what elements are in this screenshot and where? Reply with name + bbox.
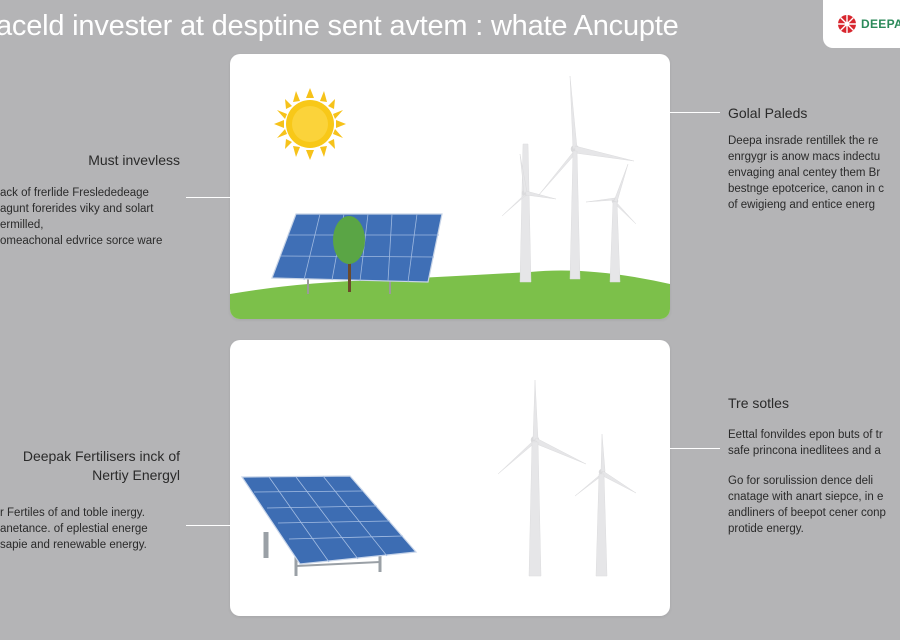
section-heading: Tre sotles <box>728 395 789 411</box>
info-block-left-bottom: Deepak Fertilisers inck of Nertiy Energy… <box>0 447 186 553</box>
body-line: sapie and renewable energy. <box>0 539 147 551</box>
heading-line: Nertiy Energyl <box>92 467 180 483</box>
wind-turbine-icon <box>501 75 637 283</box>
section-heading: Golal Paleds <box>728 105 808 121</box>
panel-solar-wind-closeup <box>230 340 670 616</box>
brand-logo[interactable]: DEEPA <box>823 0 900 48</box>
tree-icon <box>333 216 365 292</box>
field-illustration <box>230 75 670 319</box>
body-line: Eettal fonvildes epon buts of tr <box>728 429 883 441</box>
connector-line <box>670 112 720 113</box>
body-line: agunt forerides viky and solart <box>0 203 154 215</box>
body-line: bestnge epotcerice, canon in c <box>728 183 884 195</box>
body-line: Deepa insrade rentillek the re <box>728 135 879 147</box>
body-line: cnatage with anart siepce, in e <box>728 491 884 503</box>
heading-line: Deepak Fertilisers inck of <box>22 448 180 464</box>
info-block-right-bottom: Tre sotles Eettal fonvildes epon buts of… <box>728 395 886 537</box>
connector-line <box>186 197 230 198</box>
body-line: protide energy. <box>728 523 804 535</box>
body-line: omeachonal edvrice sorce ware <box>0 235 163 247</box>
logo-text: DEEPA <box>861 17 900 31</box>
body-line: of ewigieng and entice energ <box>728 199 876 211</box>
body-line: enrgygr is anow macs indectu <box>728 151 881 163</box>
closeup-illustration <box>240 379 637 577</box>
section-heading: Deepak Fertilisers inck of Nertiy Energy… <box>0 447 186 485</box>
body-line: anetance. of eplestial energe <box>0 523 148 535</box>
page-title: aceld invester at desptine sent avtem : … <box>0 10 679 42</box>
connector-line <box>670 448 720 449</box>
sun-icon <box>274 88 346 160</box>
body-line: r Fertiles of and toble inergy. <box>0 507 145 519</box>
body-line: andliners of beepot cener conp <box>728 507 886 519</box>
connector-line <box>186 525 230 526</box>
info-block-left-top: Must invevless ack of frerlide Fresleded… <box>0 152 186 249</box>
solar-panel-icon <box>240 475 418 576</box>
body-line: Go for sorulission dence deli <box>728 475 874 487</box>
logo-icon <box>838 15 856 33</box>
info-block-right-top: Golal Paleds Deepa insrade rentillek the… <box>728 105 884 213</box>
section-heading: Must invevless <box>88 152 180 168</box>
wind-turbine-icon <box>497 379 637 577</box>
body-line: envaging anal centey them Br <box>728 167 881 179</box>
body-line: ack of frerlide Freslededeage <box>0 187 149 199</box>
body-line: ermilled, <box>0 219 44 231</box>
body-line: safe princona inedlitees and a <box>728 445 881 457</box>
panel-solar-wind-field <box>230 54 670 319</box>
